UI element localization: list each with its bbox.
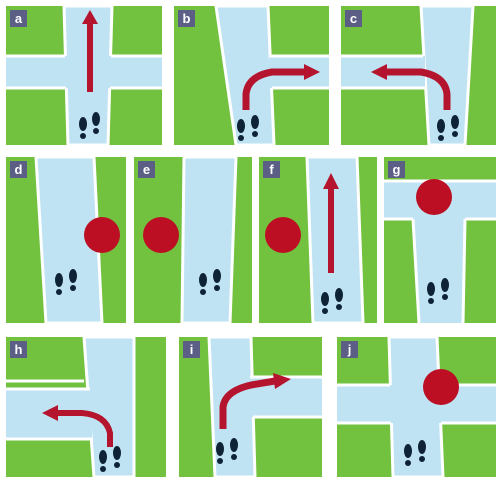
red-dot: [416, 179, 452, 215]
panel-label: j: [341, 341, 358, 358]
panel-label: d: [10, 161, 27, 178]
panel-d: d: [6, 157, 126, 323]
panel-label: c: [345, 10, 362, 27]
red-dot: [84, 217, 120, 253]
road-map-j: [337, 337, 496, 477]
panel-label: b: [178, 10, 195, 27]
panel-f: f: [259, 157, 377, 323]
road-map-h: [6, 337, 166, 477]
panel-e: e: [134, 157, 252, 323]
panel-i: i: [179, 337, 322, 477]
road-map-d: [6, 157, 126, 323]
panel-g: g: [384, 157, 496, 323]
panel-h: h: [6, 337, 166, 477]
panel-label: g: [388, 161, 405, 178]
road-map-c: [341, 6, 496, 145]
panel-label: i: [183, 341, 200, 358]
road-map-a: [6, 6, 162, 145]
road-map-f: [259, 157, 377, 323]
road-map-i: [179, 337, 322, 477]
panel-label: h: [10, 341, 27, 358]
road-map-b: [174, 6, 329, 145]
red-dot: [265, 217, 301, 253]
red-dot: [143, 217, 179, 253]
red-dot: [423, 369, 459, 405]
panel-j: j: [337, 337, 496, 477]
road-map-e: [134, 157, 252, 323]
road-map-g: [384, 157, 496, 323]
panel-b: b: [174, 6, 329, 145]
panel-c: c: [341, 6, 496, 145]
panel-label: a: [10, 10, 27, 27]
panel-label: f: [263, 161, 280, 178]
panel-label: e: [138, 161, 155, 178]
panel-a: a: [6, 6, 162, 145]
